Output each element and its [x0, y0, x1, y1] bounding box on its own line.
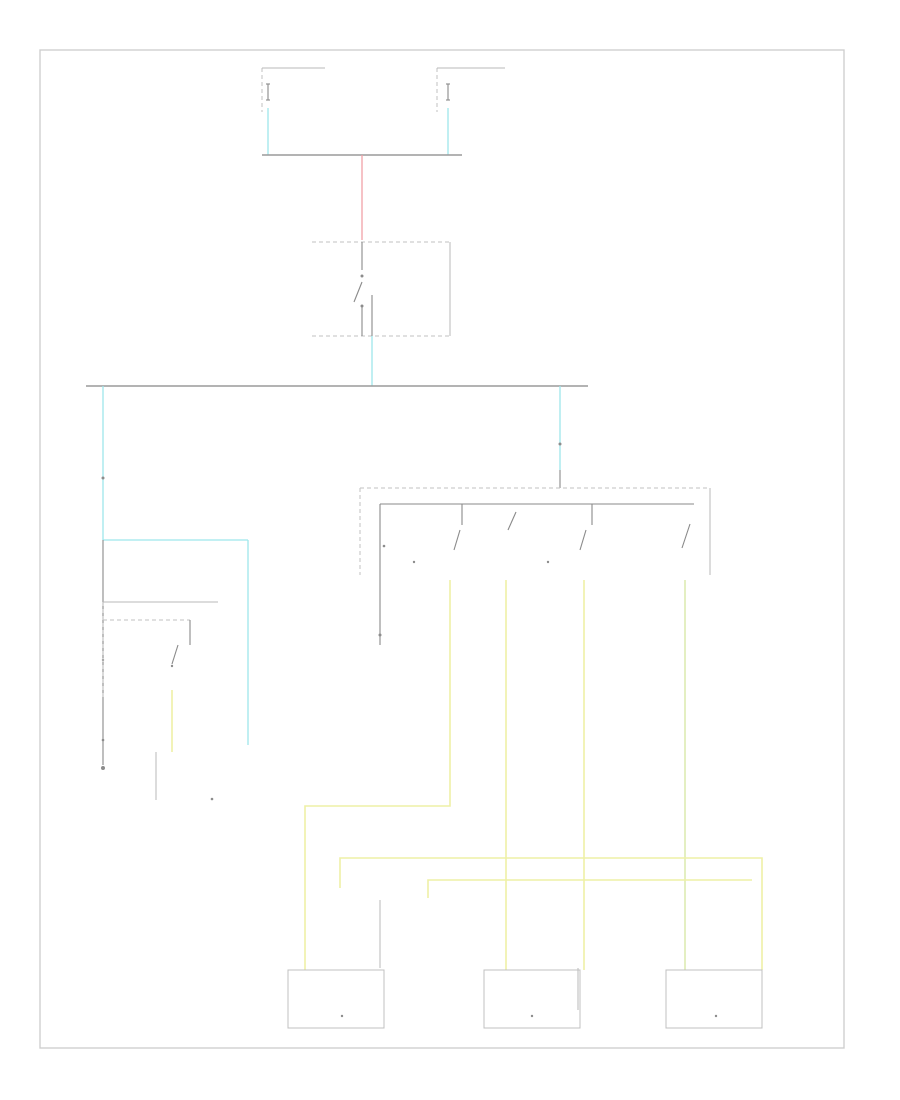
- seat-control-switch: [359, 487, 711, 590]
- passenger-seat-motor: [287, 969, 385, 1029]
- fuse-panel-left: [261, 67, 325, 112]
- passenger-seat-switch: [102, 601, 218, 700]
- diagram-frame: [39, 49, 845, 1049]
- wire-common-upper: [339, 857, 763, 970]
- relay-box: [312, 241, 451, 337]
- wire-common-lower: [427, 879, 752, 898]
- center-seat-motor: [483, 969, 581, 1029]
- wire-output-a: [304, 580, 451, 970]
- fuse-panel-right: [436, 67, 505, 112]
- driver-seat-motor: [665, 969, 763, 1029]
